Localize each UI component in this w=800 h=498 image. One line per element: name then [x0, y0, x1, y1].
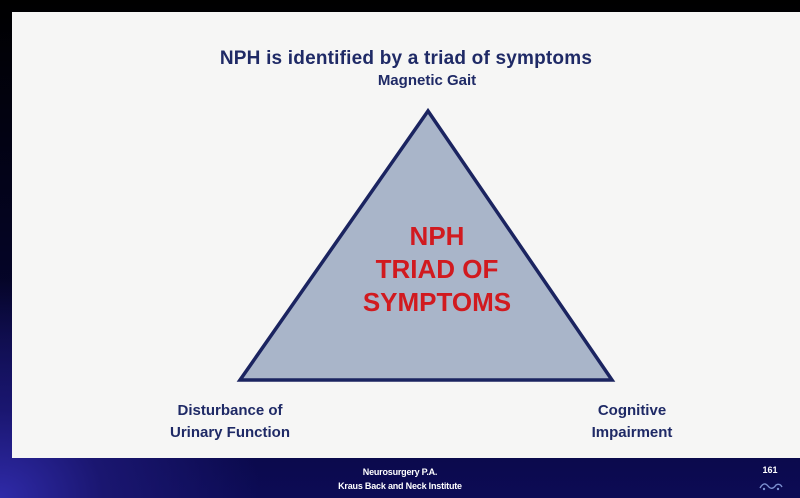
vertex-label-cognitive-impairment: Cognitive Impairment: [567, 400, 697, 444]
vertex-label-cognitive-line2: Impairment: [591, 424, 673, 441]
slide-card: NPH is identified by a triad of symptoms…: [12, 12, 800, 458]
vertex-label-urinary-line2: Urinary Function: [169, 424, 290, 441]
center-text-line3: SYMPTOMS: [362, 287, 512, 317]
triad-diagram: [236, 107, 616, 382]
page-number: 161: [762, 465, 778, 475]
triangle-center-text: NPH TRIAD OF SYMPTOMS: [312, 220, 562, 319]
corner-logo-icon: [759, 483, 783, 491]
center-text-line2: TRIAD OF: [375, 254, 499, 284]
footer-line1: Neurosurgery P.A.: [362, 467, 438, 477]
footer-credits: Neurosurgery P.A. Kraus Back and Neck In…: [250, 465, 550, 493]
footer-line2: Kraus Back and Neck Institute: [338, 481, 462, 491]
vertex-label-cognitive-line1: Cognitive: [597, 402, 667, 419]
vertex-label-magnetic-gait: Magnetic Gait: [377, 72, 477, 89]
vertex-label-urinary-line1: Disturbance of: [177, 402, 283, 419]
center-text-line1: NPH: [409, 221, 465, 251]
triad-triangle: [236, 107, 616, 382]
slide-title: NPH is identified by a triad of symptoms: [219, 48, 593, 69]
vertex-label-urinary-function: Disturbance of Urinary Function: [150, 400, 310, 444]
